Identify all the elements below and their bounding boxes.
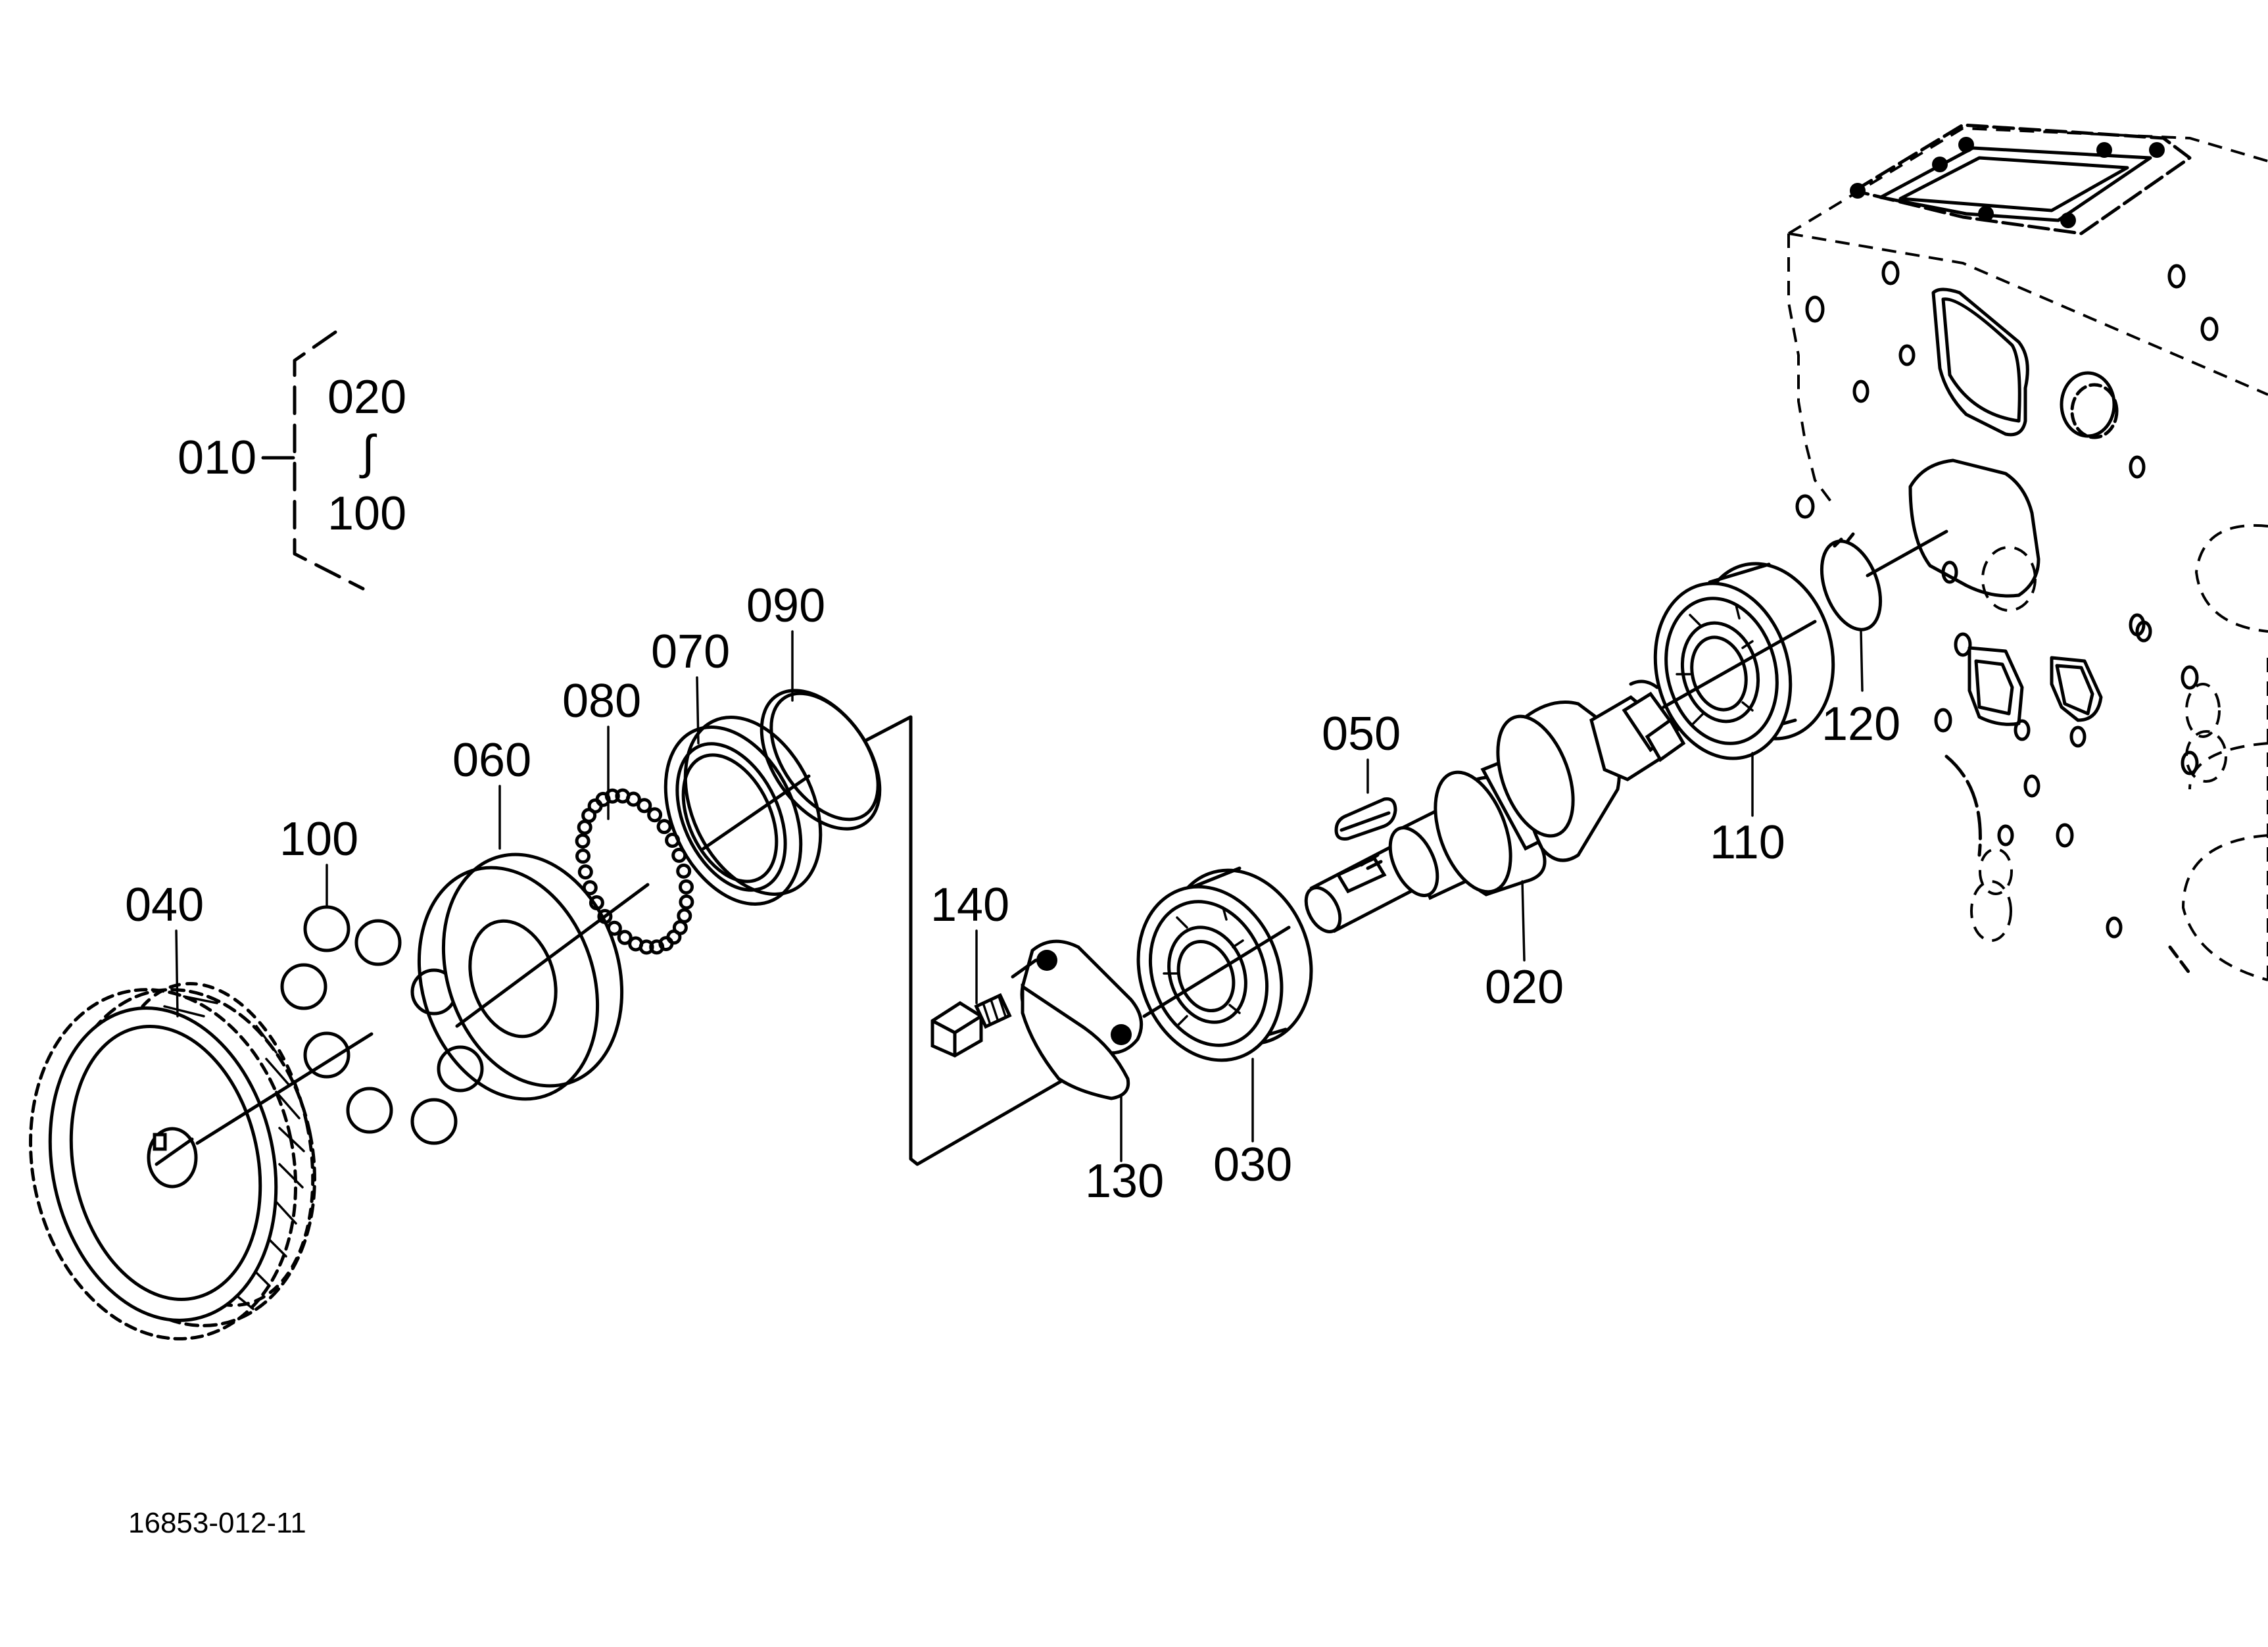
axis-080-090 — [702, 774, 811, 850]
label-110[interactable]: 110 — [1710, 816, 1785, 869]
retainer-ball — [582, 880, 598, 896]
part-090-oring[interactable] — [737, 669, 904, 850]
crankcase-housing — [1787, 123, 2268, 987]
label-range-end: 100 — [327, 487, 406, 540]
part-120-snapring[interactable] — [1810, 532, 1891, 638]
axis-110-120 — [1662, 620, 1817, 709]
part-040-gear[interactable] — [0, 965, 345, 1364]
range-symbol: ∫ — [359, 426, 377, 479]
label-140[interactable]: 140 — [930, 879, 1009, 931]
label-100[interactable]: 100 — [279, 813, 358, 866]
label-020[interactable]: 020 — [1485, 961, 1564, 1014]
leader-020 — [1521, 880, 1526, 962]
retainer-ball — [597, 908, 613, 924]
figure-code: 16853-012-11 — [128, 1507, 306, 1539]
axis-120-case — [1866, 529, 1948, 578]
label-050[interactable]: 050 — [1322, 708, 1401, 760]
label-120[interactable]: 120 — [1822, 698, 1900, 750]
retainer-ball — [628, 936, 644, 952]
part-050-key[interactable] — [1334, 797, 1397, 841]
retainer-ball — [625, 791, 641, 807]
label-080[interactable]: 080 — [562, 675, 641, 727]
label-130[interactable]: 130 — [1085, 1155, 1164, 1208]
retainer-ball — [676, 863, 692, 879]
label-090[interactable]: 090 — [746, 579, 825, 632]
axis-130-030 — [1011, 958, 1038, 979]
part-070-race[interactable] — [639, 695, 848, 925]
part-060-washer[interactable] — [391, 831, 651, 1123]
label-range-start: 020 — [327, 371, 406, 424]
axis-040-100 — [195, 1032, 374, 1145]
part-140-bolt[interactable] — [930, 993, 1012, 1058]
label-010[interactable]: 010 — [178, 431, 256, 484]
retainer-ball — [575, 833, 591, 849]
retainer-ball — [677, 908, 692, 923]
retainer-ball — [679, 894, 694, 910]
axis-030-020 — [1142, 925, 1291, 1018]
retainer-ball — [589, 895, 604, 910]
retainer-ball — [637, 798, 652, 814]
part-080-ball-ring[interactable] — [575, 788, 694, 955]
axis-060-080 — [455, 883, 650, 1028]
retainer-ball — [679, 879, 694, 895]
leader-070 — [696, 676, 700, 745]
leader-040 — [175, 929, 179, 1018]
retainer-ball — [617, 929, 633, 945]
label-030[interactable]: 030 — [1213, 1139, 1292, 1191]
part-130-holder[interactable] — [1020, 939, 1144, 1100]
assembly-bracket — [261, 330, 365, 591]
retainer-ball — [606, 920, 622, 936]
retainer-ball — [577, 820, 592, 835]
label-040[interactable]: 040 — [125, 879, 204, 931]
retainer-ball — [577, 864, 593, 880]
label-060[interactable]: 060 — [452, 734, 531, 787]
retainer-ball — [647, 807, 663, 823]
leader-120 — [1860, 630, 1864, 692]
label-070[interactable]: 070 — [651, 626, 730, 678]
part-100-balls[interactable] — [280, 905, 484, 1145]
retainer-ball — [575, 848, 591, 864]
part-020-crankshaft[interactable] — [1299, 679, 1686, 937]
group-bracket-line — [865, 715, 1090, 1166]
retainer-ball — [656, 819, 672, 835]
